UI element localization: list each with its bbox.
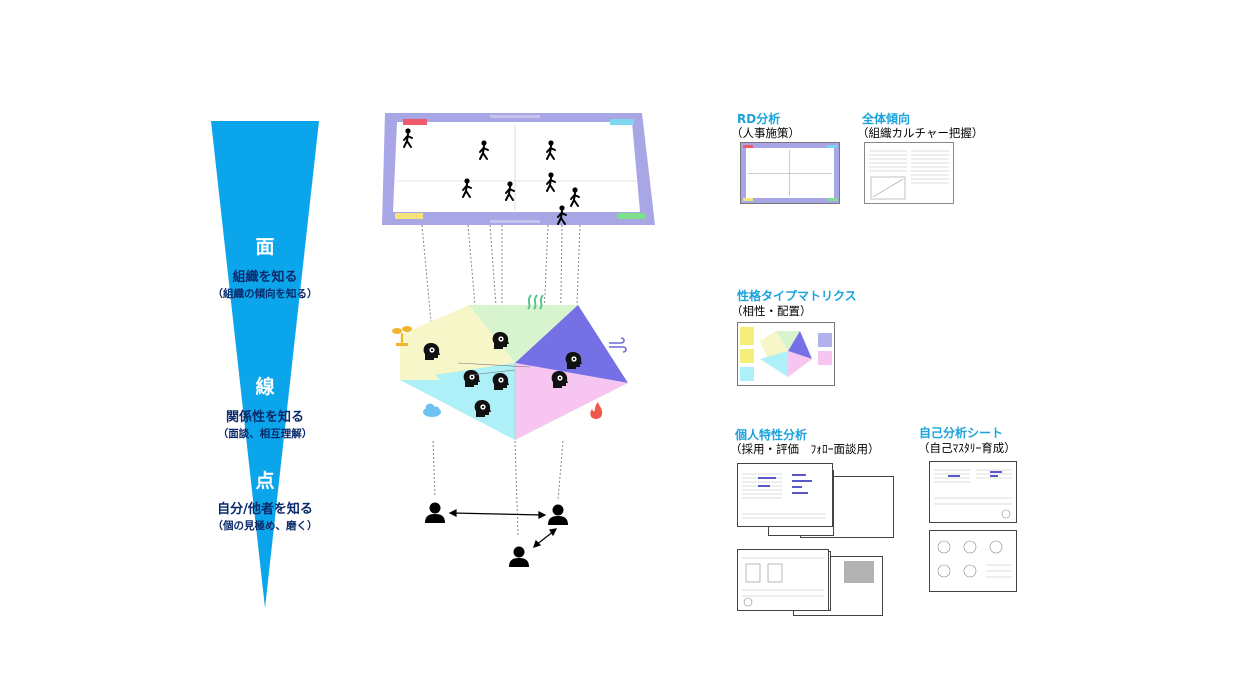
wave-icon — [527, 294, 544, 310]
level-point-big: 点 — [255, 470, 275, 492]
level-point-sub: （個の見極め、磨く） — [212, 520, 318, 532]
individual-analysis-title: 個人特性分析 — [735, 428, 808, 442]
level-line-big: 線 — [255, 376, 275, 398]
level-point: 点 自分/他者を知る （個の見極め、磨く） — [180, 466, 350, 533]
cloud-icon — [423, 403, 441, 417]
cone-shape — [211, 121, 319, 608]
self-analysis-title: 自己分析シート — [919, 426, 1004, 440]
wind-icon — [609, 337, 627, 353]
type-matrix-shape — [400, 305, 628, 440]
flame-icon — [590, 402, 603, 419]
type-matrix-thumbnail — [737, 322, 835, 386]
rd-analysis-title: RD分析 — [737, 112, 781, 126]
self-analysis-sheet — [929, 530, 1017, 592]
self-analysis-sheet — [929, 461, 1017, 523]
individual-analysis-sub: （採用・評価 ﾌｫﾛｰ面談用） — [730, 442, 880, 456]
self-analysis-sub: （自己ﾏｽﾀﾘｰ育成） — [918, 441, 1016, 455]
level-line-label: 関係性を知る — [225, 410, 304, 425]
individual-doc — [737, 463, 833, 527]
rd-analysis-sub: （人事施策） — [731, 126, 800, 140]
connector-lines-bottom — [432, 440, 564, 536]
rd-map-frame — [382, 113, 655, 225]
overall-trend-title: 全体傾向 — [862, 112, 911, 126]
individual-doc — [737, 549, 829, 611]
relation-arrows — [448, 509, 558, 548]
level-face-sub: （組織の傾向を知る） — [212, 288, 318, 300]
level-face-big: 面 — [255, 236, 275, 258]
type-matrix-sub: （相性・配置） — [731, 304, 812, 318]
matrix-inner-lines — [457, 362, 531, 376]
type-matrix-title: 性格タイプマトリクス — [737, 289, 857, 303]
overall-trend-thumbnail — [864, 142, 954, 204]
person-icon — [425, 502, 568, 567]
center-diagram — [382, 113, 655, 567]
sprout-icon — [392, 326, 412, 346]
level-face-label: 組織を知る — [232, 270, 298, 285]
level-line-sub: （面談、相互理解） — [217, 428, 313, 440]
level-point-label: 自分/他者を知る — [217, 502, 313, 517]
level-face: 面 組織を知る （組織の傾向を知る） — [180, 232, 350, 301]
rd-analysis-thumbnail — [740, 142, 840, 204]
overall-trend-sub: （組織カルチャー把握） — [857, 126, 984, 140]
level-line: 線 関係性を知る （面談、相互理解） — [180, 372, 350, 441]
